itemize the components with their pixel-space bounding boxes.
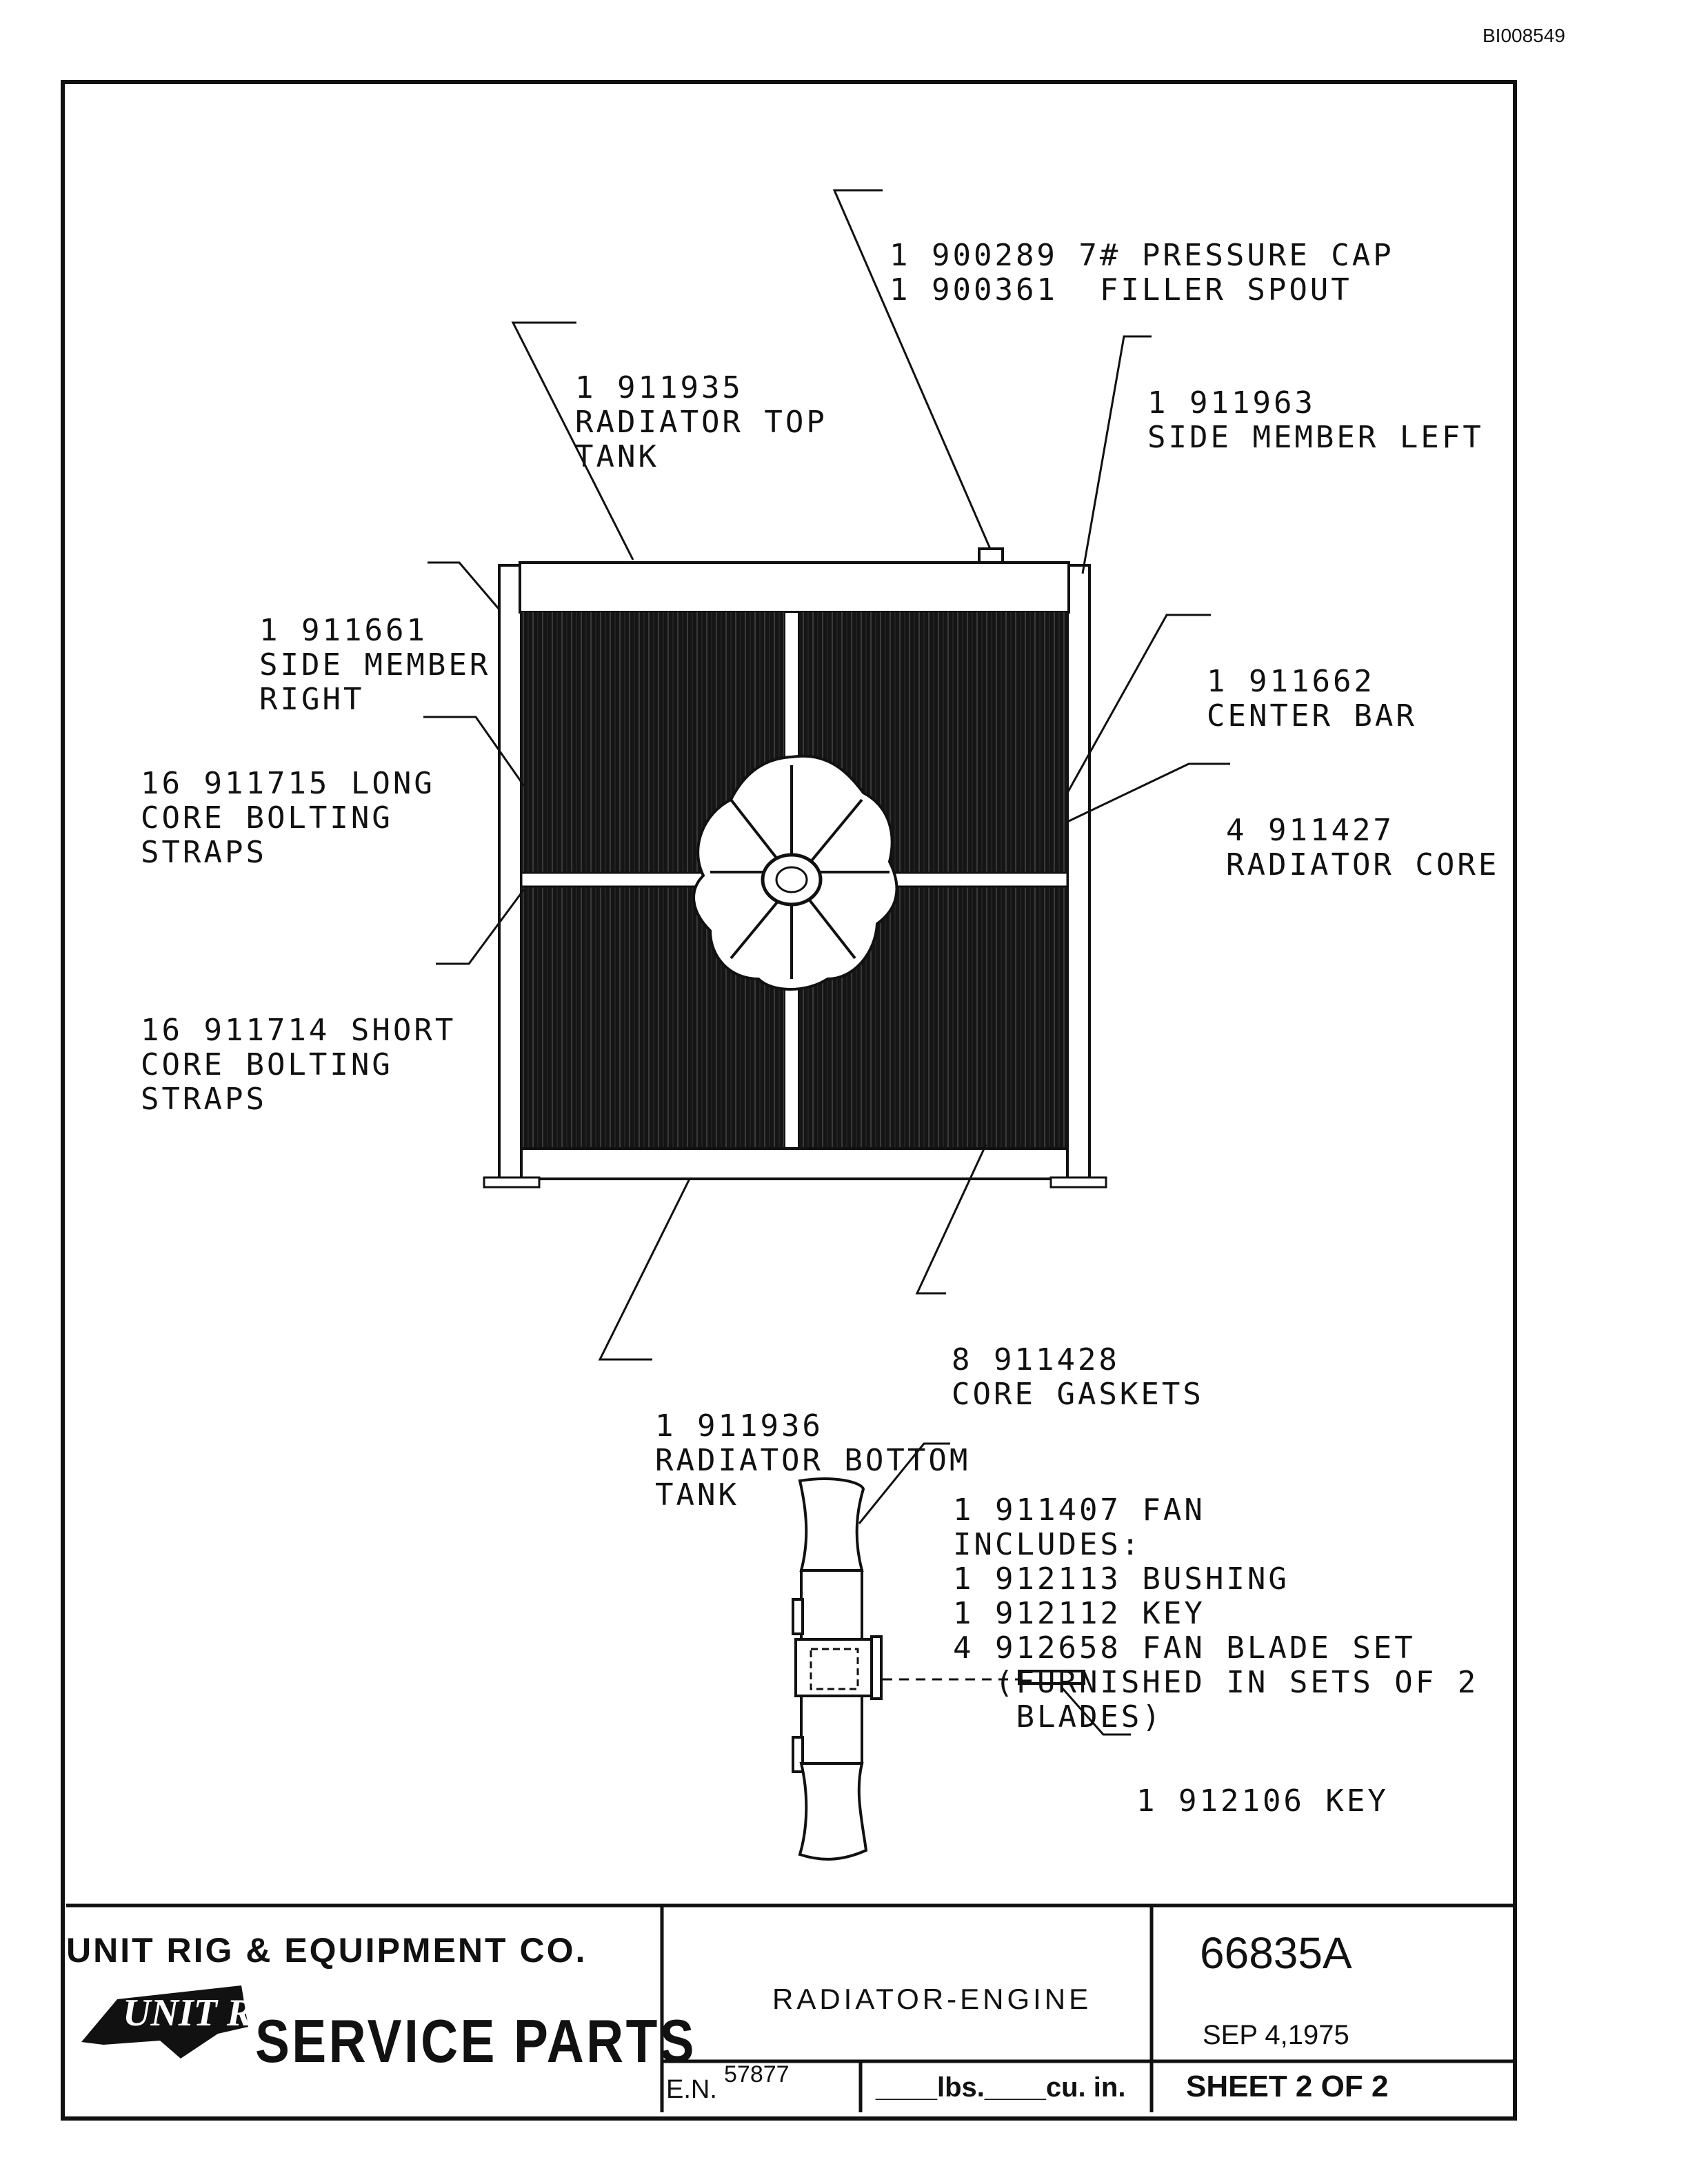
unitrig-logo bbox=[81, 1985, 248, 2059]
bottom-tank bbox=[520, 1147, 1069, 1180]
fan-shaft-lower bbox=[798, 1762, 868, 1861]
top-tank bbox=[519, 561, 1070, 614]
logo-text: UNIT RIG bbox=[123, 1992, 296, 2034]
fan-bushing bbox=[794, 1638, 873, 1697]
sheet-number: SHEET 2 OF 2 bbox=[1186, 2070, 1389, 2103]
callout-key: 1 912106 KEY bbox=[1136, 1783, 1389, 1819]
en-label: E.N. bbox=[666, 2075, 717, 2104]
side-member-right bbox=[498, 564, 523, 1180]
drawing-border bbox=[61, 80, 1517, 2121]
drawing-date: SEP 4,1975 bbox=[1203, 2020, 1349, 2050]
company-name: UNIT RIG & EQUIPMENT CO. bbox=[66, 1931, 587, 1970]
fan-shaft-upper bbox=[798, 1477, 865, 1572]
drawing-title: RADIATOR-ENGINE bbox=[772, 1983, 1092, 2015]
part-number: 66835A bbox=[1200, 1928, 1352, 1978]
mount-foot bbox=[1049, 1176, 1107, 1189]
service-parts-heading: SERVICE PARTS bbox=[255, 2007, 696, 2075]
mount-foot bbox=[483, 1176, 541, 1189]
document-id: BI008549 bbox=[1483, 25, 1565, 46]
weight-volume: ____lbs.____cu. in. bbox=[876, 2072, 1126, 2103]
en-value: 57877 bbox=[724, 2061, 790, 2087]
pressure-cap bbox=[978, 547, 1004, 564]
key-part bbox=[1018, 1670, 1085, 1685]
side-member-left bbox=[1066, 564, 1091, 1180]
